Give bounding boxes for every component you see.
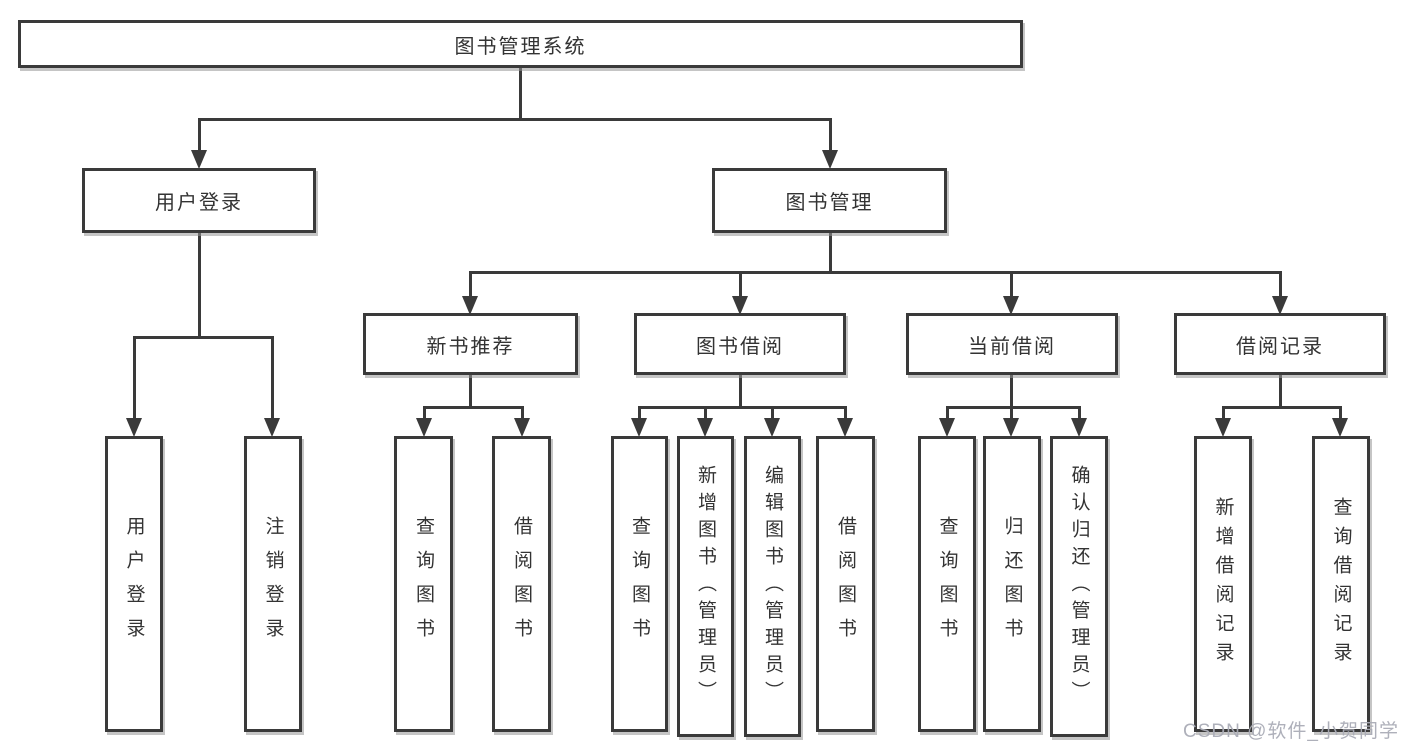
node-book-borrow: 图书借阅 bbox=[634, 313, 846, 375]
connector-stem-new-book bbox=[469, 271, 472, 297]
node-current-borrow: 当前借阅 bbox=[906, 313, 1118, 375]
connector-stem-borrow-records bbox=[1279, 271, 1282, 297]
arrow-down-icon bbox=[462, 296, 478, 315]
arrow-down-icon bbox=[1272, 296, 1288, 315]
connector-stem-current-borrow bbox=[1010, 271, 1013, 297]
node-label: 查询图书 bbox=[936, 516, 958, 652]
connector-stem-leaf bbox=[704, 406, 707, 419]
arrow-down-icon bbox=[732, 296, 748, 315]
arrow-down-icon bbox=[822, 150, 838, 169]
leaf-query-books-current: 查询图书 bbox=[918, 436, 976, 732]
arrow-down-icon bbox=[126, 418, 142, 437]
leaf-edit-book-admin: 编辑图书（管理员） bbox=[744, 436, 801, 737]
connector-stem-leaf bbox=[638, 406, 641, 419]
leaf-query-books-recommend: 查询图书 bbox=[394, 436, 453, 732]
leaf-query-books-borrow: 查询图书 bbox=[611, 436, 668, 732]
connector-stem-leaf bbox=[946, 406, 949, 419]
leaf-borrow-book: 借阅图书 bbox=[816, 436, 875, 732]
node-user-login: 用户登录 bbox=[82, 168, 316, 233]
connector-borrow-records-splitter bbox=[1222, 406, 1342, 409]
connector-stem-user-login bbox=[198, 118, 201, 151]
leaf-add-book-admin: 新增图书（管理员） bbox=[677, 436, 734, 737]
node-library-system: 图书管理系统 bbox=[18, 20, 1023, 68]
arrow-down-icon bbox=[837, 418, 853, 437]
node-label: 查询图书 bbox=[629, 516, 650, 652]
connector-root-splitter bbox=[198, 118, 832, 121]
leaf-add-borrow-record: 新增借阅记录 bbox=[1194, 436, 1252, 732]
node-label: 图书借阅 bbox=[696, 335, 784, 358]
node-label: 查询图书 bbox=[413, 516, 434, 652]
node-label: 用户登录 bbox=[155, 192, 243, 214]
arrow-down-icon bbox=[631, 418, 647, 437]
arrow-down-icon bbox=[1003, 296, 1019, 315]
arrow-down-icon bbox=[1332, 418, 1348, 437]
connector-root-stem bbox=[519, 68, 522, 120]
arrow-down-icon bbox=[1215, 418, 1231, 437]
connector-stem-leaf bbox=[133, 336, 136, 418]
node-label: 用户登录 bbox=[123, 516, 145, 652]
connector-new-book-splitter bbox=[423, 406, 524, 409]
connector-current-borrow-splitter bbox=[946, 406, 1081, 409]
connector-stem-leaf bbox=[1010, 406, 1013, 419]
node-label: 新增借阅记录 bbox=[1212, 497, 1234, 671]
connector-stem-leaf bbox=[271, 336, 274, 418]
node-book-management: 图书管理 bbox=[712, 168, 947, 233]
node-label: 查询借阅记录 bbox=[1330, 497, 1352, 671]
leaf-borrow-books-recommend: 借阅图书 bbox=[492, 436, 551, 732]
connector-stem-leaf bbox=[1078, 406, 1081, 419]
connector-borrow-records-stem bbox=[1279, 375, 1282, 409]
connector-stem-leaf bbox=[844, 406, 847, 419]
node-label: 编辑图书（管理员） bbox=[762, 465, 783, 708]
node-label: 图书管理系统 bbox=[454, 35, 587, 58]
connector-stem-book-management bbox=[829, 118, 832, 151]
arrow-down-icon bbox=[764, 418, 780, 437]
node-new-book-recommend: 新书推荐 bbox=[363, 313, 578, 375]
arrow-down-icon bbox=[514, 418, 530, 437]
connector-book-borrow-splitter bbox=[638, 406, 847, 409]
connector-stem-leaf bbox=[771, 406, 774, 419]
arrow-down-icon bbox=[264, 418, 280, 437]
leaf-return-book: 归还图书 bbox=[983, 436, 1041, 732]
arrow-down-icon bbox=[697, 418, 713, 437]
leaf-query-borrow-record: 查询借阅记录 bbox=[1312, 436, 1370, 732]
node-label: 当前借阅 bbox=[968, 335, 1056, 358]
connector-book-borrow-stem bbox=[739, 375, 742, 409]
connector-stem-leaf bbox=[521, 406, 524, 419]
connector-user-login-stem bbox=[198, 233, 201, 339]
node-label: 确认归还（管理员） bbox=[1068, 465, 1090, 708]
csdn-watermark: CSDN @软件_小贺同学 bbox=[1183, 721, 1399, 742]
leaf-user-login: 用户登录 bbox=[105, 436, 163, 732]
connector-new-book-stem bbox=[469, 375, 472, 409]
arrow-down-icon bbox=[939, 418, 955, 437]
node-label: 借阅图书 bbox=[835, 516, 856, 652]
node-borrow-records: 借阅记录 bbox=[1174, 313, 1386, 375]
connector-current-borrow-stem bbox=[1010, 375, 1013, 409]
arrow-down-icon bbox=[1003, 418, 1019, 437]
connector-stem-leaf bbox=[1222, 406, 1225, 419]
arrow-down-icon bbox=[191, 150, 207, 169]
connector-stem-book-borrow bbox=[739, 271, 742, 297]
connector-user-login-splitter bbox=[133, 336, 274, 339]
node-label: 注销登录 bbox=[262, 516, 284, 652]
leaf-logout: 注销登录 bbox=[244, 436, 302, 732]
connector-stem-leaf bbox=[1339, 406, 1342, 419]
leaf-confirm-return-admin: 确认归还（管理员） bbox=[1050, 436, 1108, 737]
node-label: 新书推荐 bbox=[426, 335, 515, 358]
node-label: 借阅图书 bbox=[511, 516, 532, 652]
arrow-down-icon bbox=[1071, 418, 1087, 437]
arrow-down-icon bbox=[416, 418, 432, 437]
node-label: 归还图书 bbox=[1001, 516, 1023, 652]
connector-book-management-splitter bbox=[469, 271, 1282, 274]
connector-stem-leaf bbox=[423, 406, 426, 419]
connector-book-management-stem bbox=[829, 233, 832, 273]
node-label: 借阅记录 bbox=[1236, 335, 1324, 358]
node-label: 图书管理 bbox=[785, 192, 874, 214]
node-label: 新增图书（管理员） bbox=[695, 465, 716, 708]
